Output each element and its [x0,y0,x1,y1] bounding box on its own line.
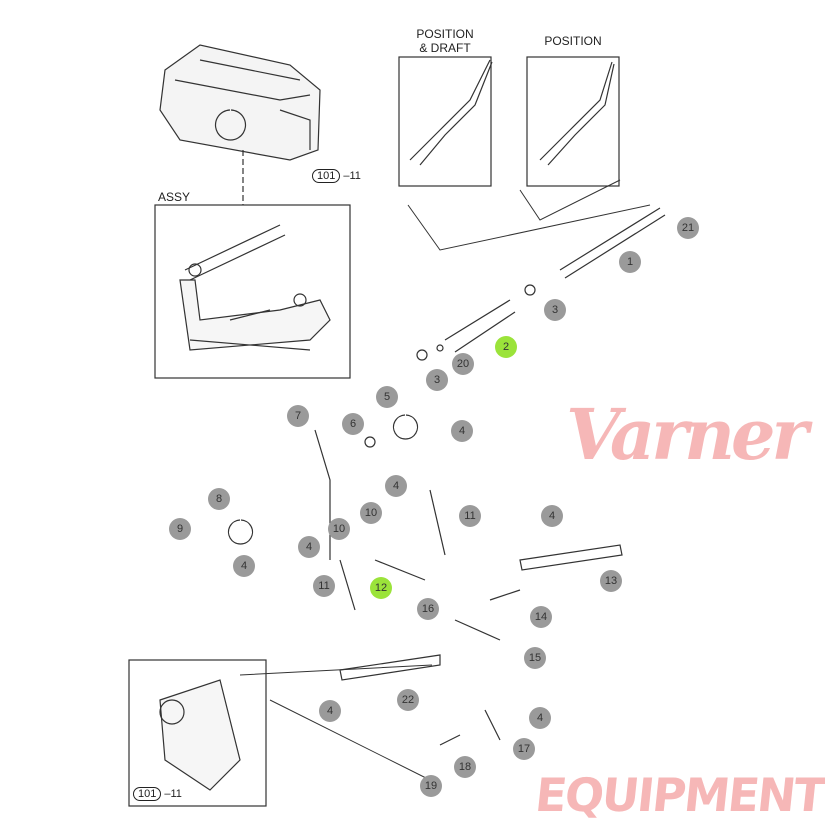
shaft-linkage-drawing [159,179,666,791]
callout-part-15: 15 [524,647,546,669]
callout-part-4: 4 [319,700,341,722]
callout-part-17: 17 [513,738,535,760]
ref-suffix: –11 [164,788,182,800]
callout-part-4: 4 [298,536,320,558]
callout-part-6: 6 [342,413,364,435]
assy-label: ASSY [158,190,191,204]
position-label: POSITION [544,34,602,48]
ref-number: 101 [312,169,341,183]
callout-part-14: 14 [530,606,552,628]
callout-part-20: 20 [452,353,474,375]
callout-part-4: 4 [529,707,551,729]
callout-part-10: 10 [328,518,350,540]
callout-part-5: 5 [376,386,398,408]
ref-101-11-bottom: 101 –11 [133,787,182,801]
ref-suffix: –11 [343,170,361,182]
housing-detail-box [128,659,267,807]
callout-part-19: 19 [420,775,442,797]
callout-part-10: 10 [360,502,382,524]
callout-part-4: 4 [233,555,255,577]
position-draft-label: POSITION & DRAFT [416,27,474,55]
callout-part-13: 13 [600,570,622,592]
callout-part-3: 3 [426,369,448,391]
callout-part-12: 12 [370,577,392,599]
callout-part-3: 3 [544,299,566,321]
callout-part-4: 4 [451,420,473,442]
position-draft-box [398,56,492,187]
callout-part-22: 22 [397,689,419,711]
housing-drawing [159,44,321,205]
assy-box [154,204,351,379]
position-box [526,56,620,187]
callout-part-2: 2 [495,336,517,358]
callout-part-9: 9 [169,518,191,540]
callout-part-4: 4 [541,505,563,527]
callout-part-11: 11 [313,575,335,597]
callout-part-4: 4 [385,475,407,497]
ref-number: 101 [133,787,162,801]
callout-part-1: 1 [619,251,641,273]
callout-part-7: 7 [287,405,309,427]
callout-part-21: 21 [677,217,699,239]
callout-part-16: 16 [417,598,439,620]
callout-part-18: 18 [454,756,476,778]
ref-101-11-top: 101 –11 [312,169,361,183]
assy-drawing [179,224,331,351]
callout-part-11: 11 [459,505,481,527]
lever-drawings [409,59,615,166]
callout-part-8: 8 [208,488,230,510]
